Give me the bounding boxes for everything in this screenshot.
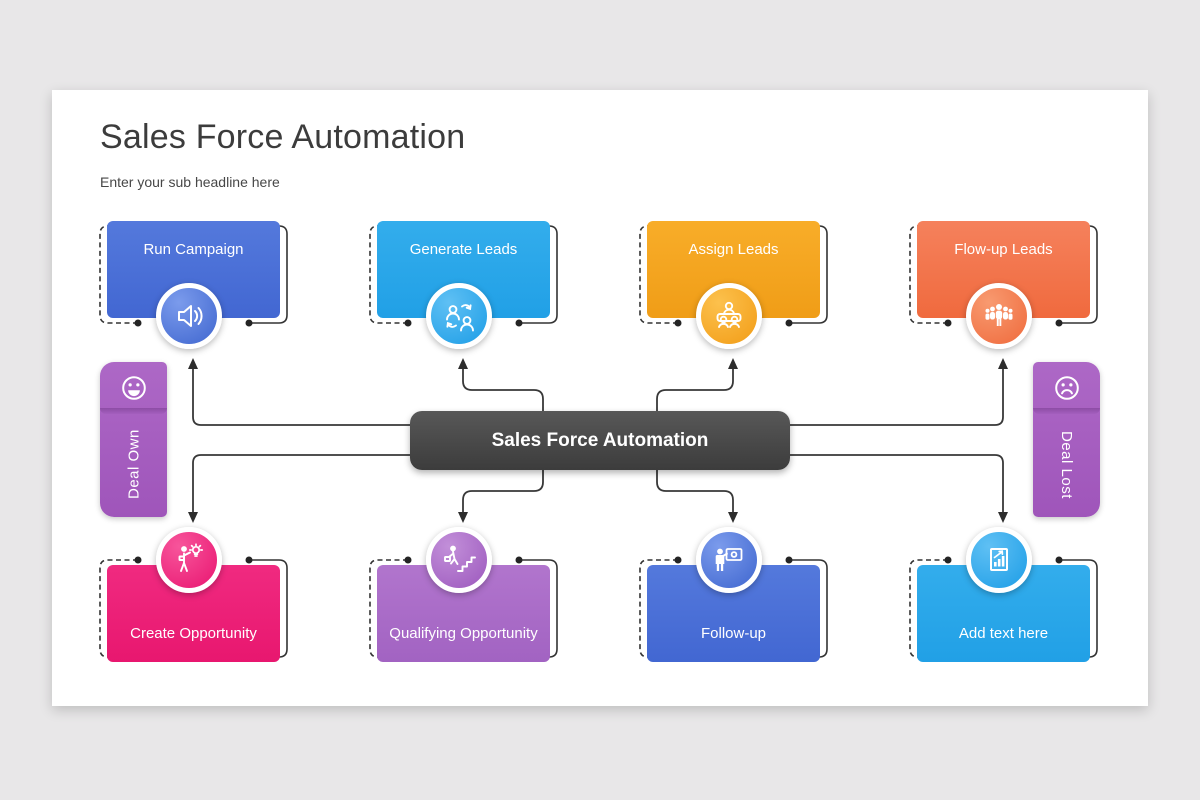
happy-face-icon (116, 370, 152, 406)
sad-face-icon (1049, 370, 1085, 406)
node-icon-badge (695, 527, 762, 593)
node-label: Flow-up Leads (954, 241, 1053, 258)
node-create-opportunity[interactable]: Create Opportunity (107, 527, 280, 662)
megaphone-icon (177, 305, 202, 327)
node-label: Assign Leads (688, 241, 779, 258)
ribbon-fold (100, 408, 167, 414)
tab-label: Deal Lost (1058, 430, 1075, 499)
crowd-icon (985, 304, 1012, 326)
node-label: Create Opportunity (130, 625, 257, 642)
tab-deal-lost[interactable]: Deal Lost (1033, 362, 1100, 517)
hub-connectors (188, 358, 1008, 523)
node-icon-badge (965, 283, 1032, 349)
node-icon-badge (695, 283, 762, 349)
node-run-campaign[interactable]: Run Campaign (107, 221, 280, 349)
node-assign-leads[interactable]: Assign Leads (647, 221, 820, 349)
node-flow-up-leads[interactable]: Flow-up Leads (917, 221, 1090, 349)
node-label: Add text here (958, 625, 1049, 642)
chart-document-icon (989, 548, 1008, 571)
node-icon-badge (965, 527, 1032, 593)
node-qualifying-opportunity[interactable]: Qualifying Opportunity (377, 527, 550, 662)
node-icon-badge (155, 527, 222, 593)
hub-label: Sales Force Automation (491, 429, 709, 451)
node-icon-badge (155, 283, 222, 349)
node-icon-badge (425, 283, 492, 349)
person-idea-icon (178, 543, 203, 572)
node-icon-badge (425, 527, 492, 593)
node-follow-up[interactable]: Follow-up (647, 527, 820, 662)
node-label: Run Campaign (143, 241, 244, 258)
people-exchange-icon (445, 304, 474, 332)
meeting-team-icon (716, 301, 741, 328)
presentation-icon (715, 548, 742, 571)
node-label: Generate Leads (409, 241, 518, 258)
node-generate-leads[interactable]: Generate Leads (377, 221, 550, 349)
career-stairs-icon (443, 545, 476, 572)
tab-label: Deal Own (125, 429, 142, 500)
tab-deal-own[interactable]: Deal Own (100, 362, 167, 517)
node-label: Qualifying Opportunity (389, 625, 538, 642)
node-label: Follow-up (700, 625, 767, 642)
ribbon-fold (1033, 408, 1100, 414)
hub-sales-force-automation[interactable]: Sales Force Automation (410, 411, 790, 470)
box-decoration (99, 225, 1098, 658)
node-add-text-here[interactable]: Add text here (917, 527, 1090, 662)
page-subtitle[interactable]: Enter your sub headline here (100, 174, 280, 190)
page-title[interactable]: Sales Force Automation (100, 118, 466, 156)
